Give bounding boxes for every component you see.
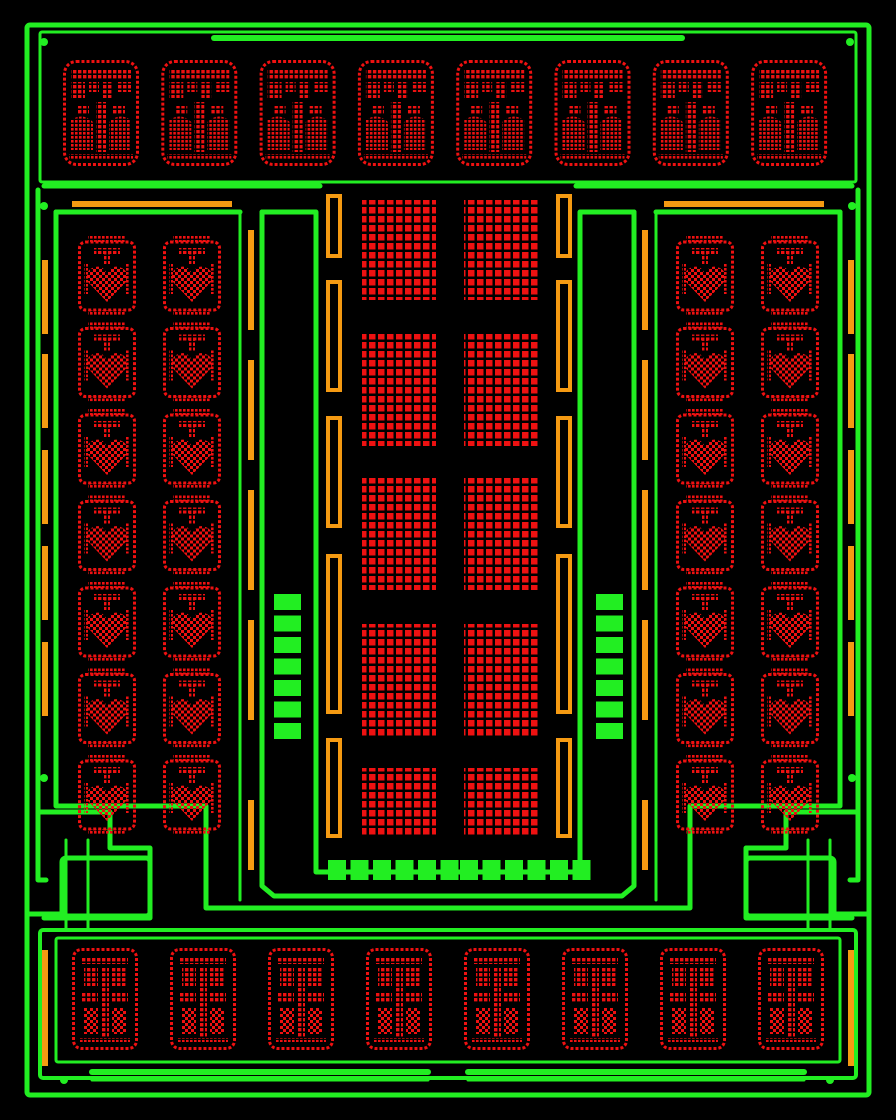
contact-pad [596,594,623,610]
contact-pad [274,637,301,653]
contact-pads [274,594,623,880]
contact-pad [596,680,623,696]
contact-pad [418,860,436,880]
contact-pad [460,860,478,880]
contact-pad [350,860,369,880]
contact-pad [482,860,501,880]
contact-pad [274,615,301,632]
contact-pad [596,658,623,675]
contact-pad [328,860,346,880]
contact-pad [440,860,459,880]
red-mesh-block-icon [464,768,538,836]
contact-pad [395,860,414,880]
center-implant-frames [326,194,572,838]
contact-pad [274,723,301,739]
red-mesh-block-icon [362,768,436,836]
red-mesh-block-icon [464,334,538,446]
contact-pad [505,860,523,880]
contact-pad [596,701,623,718]
contact-pad [550,860,568,880]
contact-pad [274,594,301,610]
contact-pad [596,723,623,739]
red-mesh-block-icon [464,624,538,736]
red-mesh-block-icon [464,200,538,300]
red-mesh-block-icon [362,334,436,446]
red-mesh-block-icon [362,478,436,590]
center-grid-array [362,200,538,836]
contact-pad [274,658,301,675]
implant-strips [42,201,854,1066]
contact-pad [274,680,301,696]
contact-pad [527,860,546,880]
metal-routing-layer [24,22,872,1098]
contact-pad [572,860,591,880]
red-mesh-block-icon [464,478,538,590]
contact-pad [596,615,623,632]
red-mesh-block-icon [362,200,436,300]
contact-pad [596,637,623,653]
contact-pad [274,701,301,718]
red-mesh-block-icon [362,624,436,736]
contact-pad [373,860,391,880]
